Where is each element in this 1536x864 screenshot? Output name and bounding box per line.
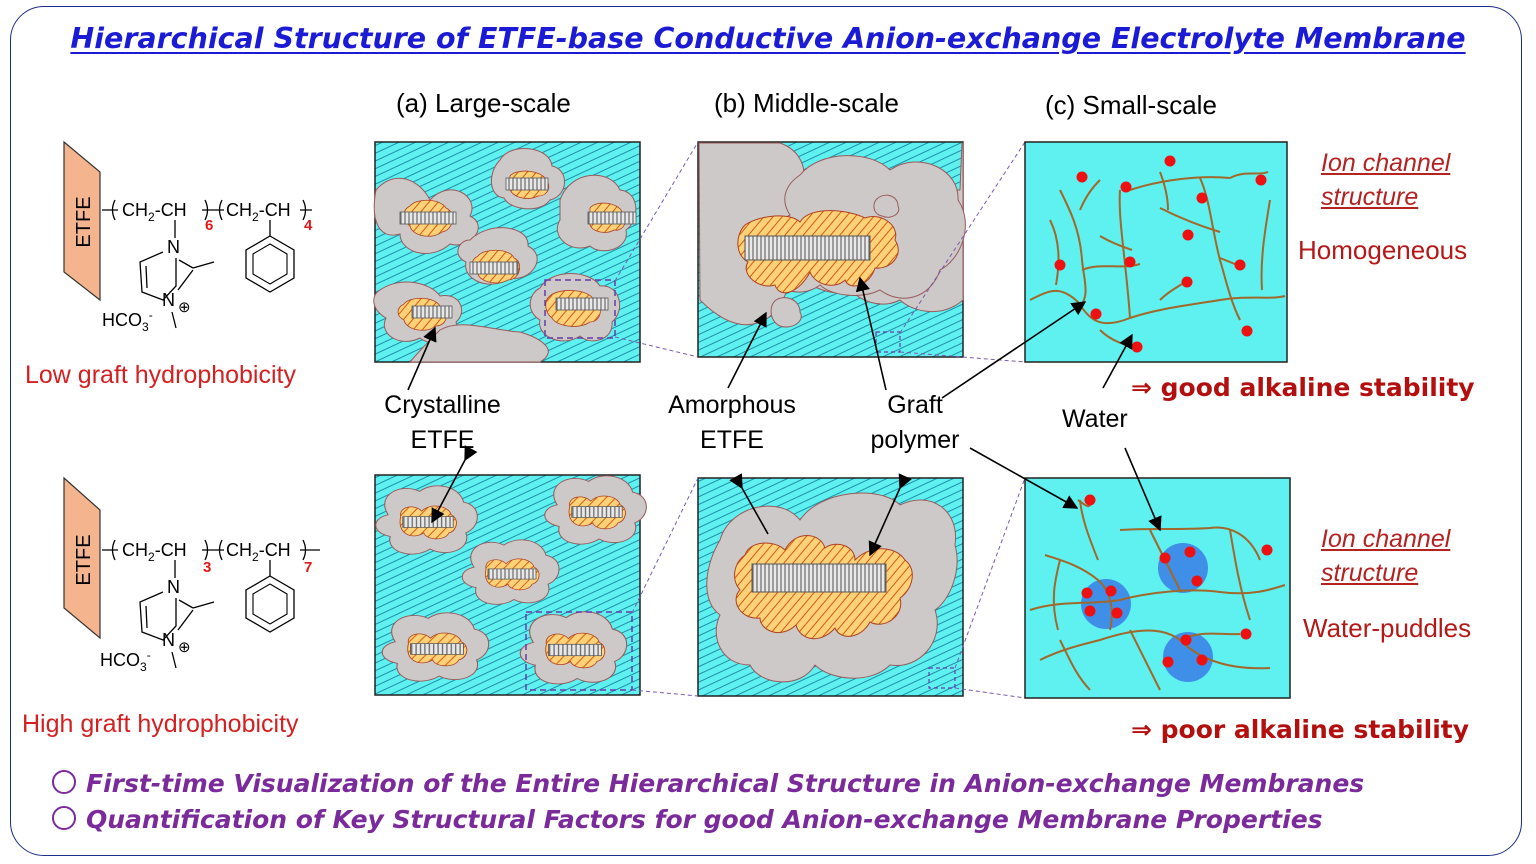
svg-text:HCO3-: HCO3-: [100, 648, 151, 674]
svg-text:CH2-CH: CH2-CH: [122, 540, 187, 564]
svg-text:HCO3-: HCO3-: [102, 308, 153, 334]
header-large-scale: (a) Large-scale: [396, 88, 571, 118]
panel-large-top: [373, 141, 641, 363]
svg-text:6: 6: [205, 217, 213, 234]
header-small-scale: (c) Small-scale: [1045, 90, 1217, 120]
svg-text:CH2-CH: CH2-CH: [226, 200, 291, 224]
outer-frame: [10, 6, 1522, 856]
bullet-quantification: Quantification of Key Structural Factors…: [52, 805, 1323, 834]
homogeneous-label: Homogeneous: [1298, 235, 1468, 265]
chem-structure-bottom: ETFE CH2-CH CH2-CH 3 7 N N ⊕ HCO3-: [63, 476, 320, 674]
svg-text:N: N: [162, 630, 175, 650]
panel-small-top: [1024, 141, 1288, 363]
chem-structure-top: ETFE CH2-CH CH2-CH 6 4 N N ⊕ HCO3-: [63, 140, 313, 334]
svg-text:3: 3: [203, 559, 211, 576]
panel-large-bottom: [374, 474, 647, 696]
good-stability-label: ⇒ good alkaline stability: [1131, 373, 1475, 402]
poor-stability-label: ⇒ poor alkaline stability: [1131, 715, 1470, 744]
low-hydrophobicity-label: Low graft hydrophobicity: [25, 361, 296, 389]
svg-text:N: N: [167, 577, 180, 597]
annotation-arrows: [407, 276, 1162, 557]
svg-text:N: N: [167, 237, 180, 257]
bullet-circle-icon: [52, 770, 76, 794]
svg-text:⊕: ⊕: [178, 299, 191, 316]
water-label: Water: [1062, 405, 1128, 433]
bullet-visualization: First-time Visualization of the Entire H…: [52, 769, 1364, 798]
panel-small-bottom: [1024, 477, 1291, 699]
svg-text:CH2-CH: CH2-CH: [226, 540, 291, 564]
svg-text:ETFE: ETFE: [73, 534, 95, 585]
water-puddles-label: Water-puddles: [1303, 613, 1472, 643]
page-title: Hierarchical Structure of ETFE-base Cond…: [70, 22, 1466, 55]
svg-text:⊕: ⊕: [178, 639, 191, 656]
svg-text:7: 7: [304, 559, 312, 576]
header-middle-scale: (b) Middle-scale: [714, 88, 899, 118]
bullet-circle-icon: [52, 806, 76, 830]
svg-text:4: 4: [304, 217, 313, 234]
svg-text:ETFE: ETFE: [73, 196, 95, 247]
panel-middle-top: [697, 141, 966, 358]
svg-text:N: N: [162, 290, 175, 310]
svg-text:CH2-CH: CH2-CH: [122, 200, 187, 224]
panel-middle-bottom: [697, 477, 964, 697]
high-hydrophobicity-label: High graft hydrophobicity: [22, 710, 299, 738]
